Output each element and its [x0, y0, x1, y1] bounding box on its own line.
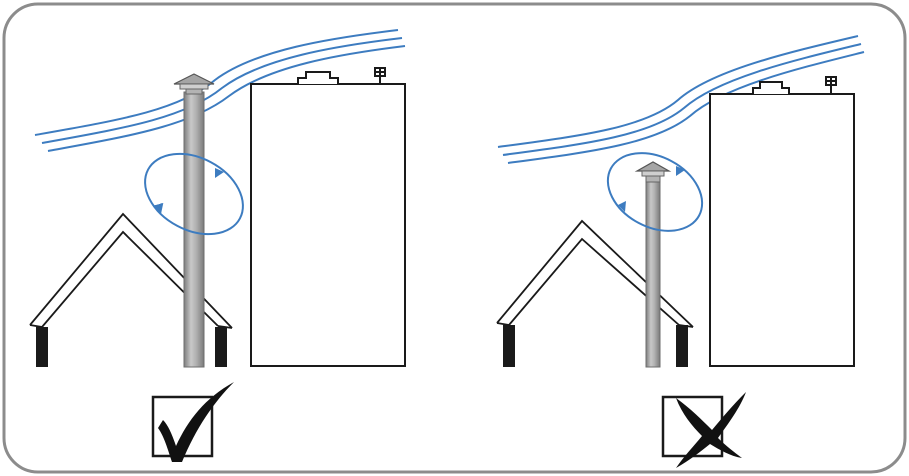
house-wall-right — [676, 325, 688, 367]
rooftop-unit — [297, 71, 339, 84]
turbulence-arrow-left — [154, 203, 162, 214]
turbulence-loop — [144, 152, 244, 236]
house-wall-left — [503, 325, 515, 367]
rooftop-unit — [752, 81, 790, 94]
wind-streamlines — [497, 35, 865, 164]
cross-icon — [661, 392, 746, 468]
turbulence-arrow-right — [676, 166, 685, 176]
rooftop-antenna-icon — [825, 76, 837, 94]
chimney-cap — [634, 161, 672, 183]
checkmark-icon — [151, 382, 234, 462]
wind-streamlines — [34, 29, 406, 152]
chimney-pipe — [645, 181, 661, 368]
house-wall-right — [215, 327, 227, 367]
chimney-cap — [173, 73, 215, 95]
house-wall-left — [36, 327, 48, 367]
turbulence-arrow-right — [215, 168, 224, 178]
panel-correct — [29, 29, 406, 462]
turbulence-loop — [606, 152, 704, 232]
turbulence-arrow-left — [618, 201, 626, 212]
rooftop-antenna-icon — [374, 67, 386, 84]
tall-building — [250, 83, 406, 367]
panel-incorrect — [496, 35, 865, 468]
tall-building — [709, 93, 855, 367]
